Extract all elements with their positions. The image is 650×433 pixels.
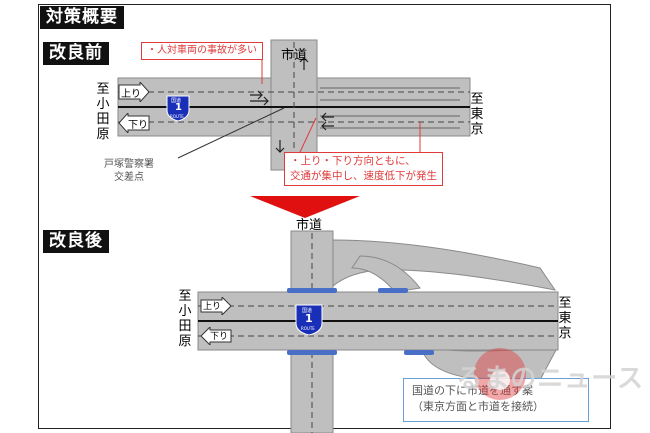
after-right-destination: 至東京 [558, 296, 572, 341]
before-up-arrow [118, 82, 150, 102]
bridge-markers [287, 288, 434, 355]
after-left-destination: 至小田原 [178, 289, 192, 349]
before-up-label: 上り [121, 89, 141, 100]
after-up-label: 上り [203, 302, 222, 312]
before-right-destination: 至東京 [470, 92, 484, 137]
after-connector-road [332, 239, 557, 291]
before-city-road-label: 市道 [281, 48, 308, 63]
before-shield-bottom: ROUTE [170, 114, 184, 119]
intersection-label: 戸塚警察署交差点 [104, 159, 154, 183]
route-1-shield-icon [295, 304, 323, 336]
after-shield-top: 国道 [302, 308, 313, 314]
watermark-logo: るまのニュース [456, 364, 644, 394]
after-shield-bottom: ROUTE [301, 326, 315, 331]
before-left-destination: 至小田原 [96, 82, 110, 142]
after-shield-num: 1 [305, 312, 313, 325]
before-down-arrow [118, 113, 150, 133]
before-heading: 改良前 [43, 42, 109, 65]
traffic-arrows-icon [250, 57, 334, 153]
after-down-label: 下り [210, 332, 229, 342]
watermark-car-icon [474, 348, 526, 400]
after-city-road-label: 市道 [296, 218, 323, 233]
before-shield-top: 国道 [171, 98, 182, 104]
route-1-shield-icon [166, 95, 190, 122]
after-down-arrow [200, 327, 232, 345]
section-title: 対策概要 [40, 6, 124, 29]
congestion-callout: ・上り・下り方向ともに、交通が集中し、速度低下が発生 [284, 152, 443, 186]
before-down-label: 下り [128, 120, 148, 131]
accident-callout: ・人対車両の事故が多い [141, 42, 263, 60]
transition-arrow-icon [250, 196, 360, 218]
after-up-arrow [200, 297, 232, 315]
before-shield-num: 1 [175, 102, 182, 113]
after-roads [197, 230, 559, 433]
after-heading: 改良後 [43, 230, 109, 253]
